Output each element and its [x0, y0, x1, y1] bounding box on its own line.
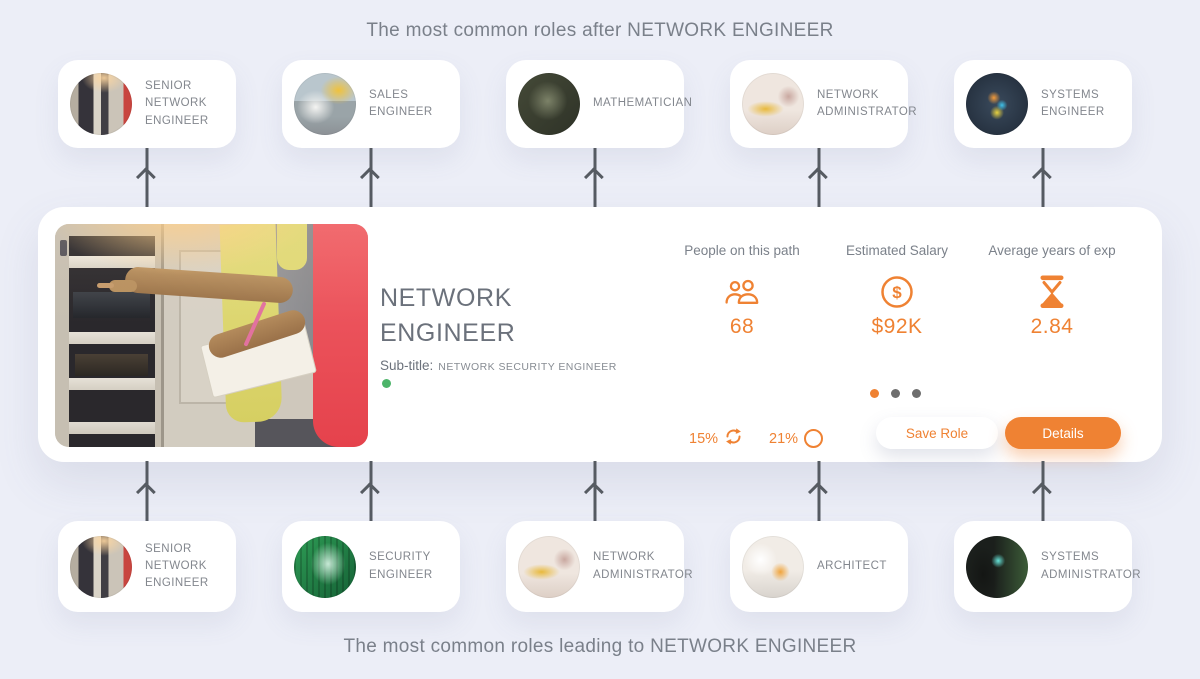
status-dot: [382, 379, 391, 388]
carousel-dot[interactable]: [912, 389, 921, 398]
role-avatar: [70, 535, 132, 598]
role-photo: [55, 224, 368, 447]
role-label: SENIOR NETWORK ENGINEER: [145, 80, 209, 127]
flow-arrow-up-icon: [807, 148, 828, 208]
role-card-architect[interactable]: ARCHITECT: [730, 521, 908, 612]
page-title-leading: The most common roles leading to NETWORK…: [343, 636, 857, 657]
flow-arrow-up-icon: [1031, 461, 1052, 521]
role-subtitle-value: NETWORK SECURITY ENGINEER: [438, 361, 617, 373]
role-avatar: [518, 535, 580, 598]
flow-arrow-up-icon: [359, 461, 380, 521]
metric-turnover: 15%: [689, 427, 743, 450]
flow-arrow-up-icon: [359, 148, 380, 208]
role-metrics: 15% 21%: [689, 427, 824, 450]
svg-text:$: $: [892, 283, 902, 302]
people-icon: [657, 271, 827, 313]
role-avatar: [70, 73, 132, 135]
role-card-senior-network-engineer[interactable]: SENIOR NETWORK ENGINEER: [58, 521, 236, 612]
stat-label: Average years of exp: [988, 243, 1116, 258]
role-label: ARCHITECT: [817, 559, 887, 572]
role-label: SECURITY ENGINEER: [369, 551, 433, 581]
dollar-icon: $: [812, 271, 982, 313]
role-title: NETWORK ENGINEER: [380, 284, 516, 347]
role-avatar: [518, 73, 580, 135]
stat-value: 68: [729, 315, 755, 338]
refresh-icon: [724, 427, 743, 450]
stat-value: $92K: [871, 315, 923, 338]
metric-value: 21%: [769, 430, 799, 447]
role-card-senior-network-engineer[interactable]: SENIOR NETWORK ENGINEER: [58, 60, 236, 148]
role-avatar: [742, 73, 804, 135]
role-label: SYSTEMS ADMINISTRATOR: [1041, 551, 1141, 581]
role-avatar: [294, 73, 356, 135]
save-role-button[interactable]: Save Role: [876, 417, 998, 449]
details-button[interactable]: Details: [1005, 417, 1121, 449]
photo-light-glow: [55, 224, 368, 447]
role-card-sales-engineer[interactable]: SALES ENGINEER: [282, 60, 460, 148]
role-label: SYSTEMS ENGINEER: [1041, 88, 1105, 118]
role-avatar: [294, 535, 356, 598]
role-card-security-engineer[interactable]: SECURITY ENGINEER: [282, 521, 460, 612]
role-label: NETWORK ADMINISTRATOR: [593, 551, 693, 581]
circle-outline-icon: [804, 429, 824, 448]
metric-value: 15%: [689, 430, 719, 447]
flow-arrow-up-icon: [807, 461, 828, 521]
metric-ratio: 21%: [769, 429, 824, 448]
stat-label: People on this path: [684, 243, 800, 258]
role-card-systems-engineer[interactable]: SYSTEMS ENGINEER: [954, 60, 1132, 148]
role-label: NETWORK ADMINISTRATOR: [817, 88, 917, 118]
stat-value: 2.84: [1030, 315, 1074, 338]
stat-people-on-path: People on this path 68: [657, 243, 827, 339]
role-label: MATHEMATICIAN: [593, 97, 693, 110]
role-subtitle-row: Sub-title: NETWORK SECURITY ENGINEER: [380, 357, 617, 375]
role-card-network-administrator[interactable]: NETWORK ADMINISTRATOR: [730, 60, 917, 148]
role-avatar: [966, 535, 1028, 598]
role-card-mathematician[interactable]: MATHEMATICIAN: [506, 60, 692, 148]
page-title-after: The most common roles after NETWORK ENGI…: [366, 20, 834, 41]
role-subtitle-label: Sub-title:: [380, 358, 434, 373]
role-avatar: [742, 535, 804, 598]
carousel-dot[interactable]: [870, 389, 879, 398]
stat-estimated-salary: Estimated Salary $ $92K: [812, 243, 982, 339]
flow-arrow-up-icon: [583, 148, 604, 208]
flow-arrow-up-icon: [1031, 148, 1052, 208]
carousel-dots: [870, 389, 921, 398]
stat-average-experience: Average years of exp 2.84: [967, 243, 1137, 339]
flow-arrow-up-icon: [583, 461, 604, 521]
role-card-network-administrator[interactable]: NETWORK ADMINISTRATOR: [506, 521, 693, 612]
flow-arrow-up-icon: [135, 148, 156, 208]
role-label: SALES ENGINEER: [369, 88, 433, 118]
role-avatar: [966, 73, 1028, 135]
focus-role-card: NETWORK ENGINEER Sub-title: NETWORK SECUR…: [38, 207, 1162, 462]
hourglass-icon: [967, 271, 1137, 313]
role-card-systems-administrator[interactable]: SYSTEMS ADMINISTRATOR: [954, 521, 1141, 612]
stat-label: Estimated Salary: [845, 243, 949, 258]
role-label: SENIOR NETWORK ENGINEER: [145, 542, 209, 590]
flow-arrow-up-icon: [135, 461, 156, 521]
carousel-dot[interactable]: [891, 389, 900, 398]
